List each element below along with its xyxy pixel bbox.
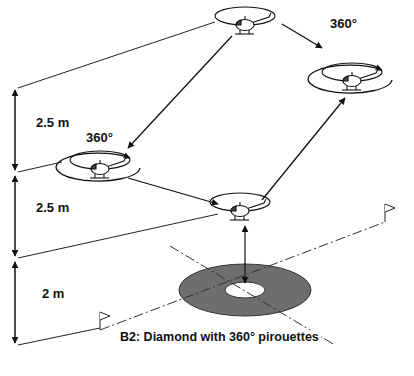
helicopter-icon (210, 193, 270, 220)
flight-path (128, 24, 345, 204)
dimension-label: 2 m (40, 286, 66, 301)
dimension-label: 2.5 m (34, 200, 71, 215)
flag-markers (100, 204, 395, 330)
helicopters (56, 7, 392, 220)
landing-pad (100, 222, 385, 345)
helicopter-icon (308, 63, 392, 93)
height-arrow (244, 226, 245, 283)
figure-caption: B2: Diamond with 360° pirouettes (118, 330, 321, 345)
helicopter-icon (56, 151, 140, 181)
dimension-label: 2.5 m (34, 115, 71, 130)
rotation-label: 360° (328, 16, 359, 31)
rotation-label: 360° (84, 130, 115, 145)
dimension-arrows (14, 90, 16, 343)
helicopter-icon (215, 7, 275, 34)
